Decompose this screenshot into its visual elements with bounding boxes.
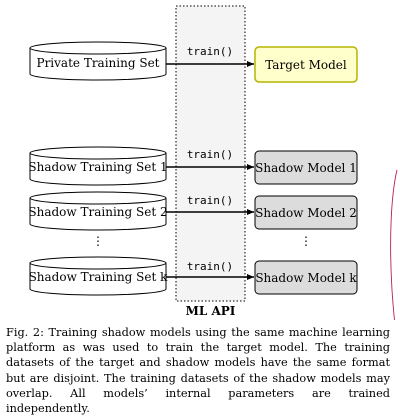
shadow-model-1-label: Shadow Model 1 xyxy=(255,161,357,175)
shadow-model-k-box xyxy=(254,260,358,295)
shadow-models-ellipsis: ⋮ xyxy=(300,234,312,248)
shadow-model-2-label: Shadow Model 2 xyxy=(255,206,357,220)
shadow-1-train-call: train() xyxy=(187,148,233,161)
shadow-2-train-call: train() xyxy=(187,194,233,207)
shadow-training-set-2-label: Shadow Training Set 2 xyxy=(28,205,167,219)
private-training-set-label: Private Training Set xyxy=(37,56,160,70)
target-model-label: Target Model xyxy=(265,58,347,72)
shadow-training-set-k-label: Shadow Training Set k xyxy=(29,270,169,284)
margin-annotation-curve xyxy=(390,169,398,320)
shadow-sets-ellipsis: ⋮ xyxy=(92,234,104,248)
shadow-model-1-box xyxy=(254,150,358,185)
shadow-training-set-2-cylinder: Shadow Training Set 2 xyxy=(28,191,168,231)
shadow-training-set-k-cylinder: Shadow Training Set k xyxy=(29,256,169,296)
shadow-training-set-1-cylinder: Shadow Training Set 1 xyxy=(28,146,168,186)
shadow-model-2-box xyxy=(254,195,358,230)
ml-api-region xyxy=(175,5,246,302)
target-model-box xyxy=(254,46,358,83)
private-training-set-cylinder: Private Training Set xyxy=(29,41,167,81)
ml-api-label: ML API xyxy=(186,304,236,318)
figure-caption: Fig. 2: Training shadow models using the… xyxy=(6,326,390,416)
figure-diagram: ML API Private Training Set train() Targ… xyxy=(28,5,398,320)
shadow-k-train-call: train() xyxy=(187,260,233,273)
private-train-call: train() xyxy=(187,45,233,58)
shadow-training-set-1-label: Shadow Training Set 1 xyxy=(28,160,167,174)
shadow-model-k-label: Shadow Model k xyxy=(255,271,357,285)
